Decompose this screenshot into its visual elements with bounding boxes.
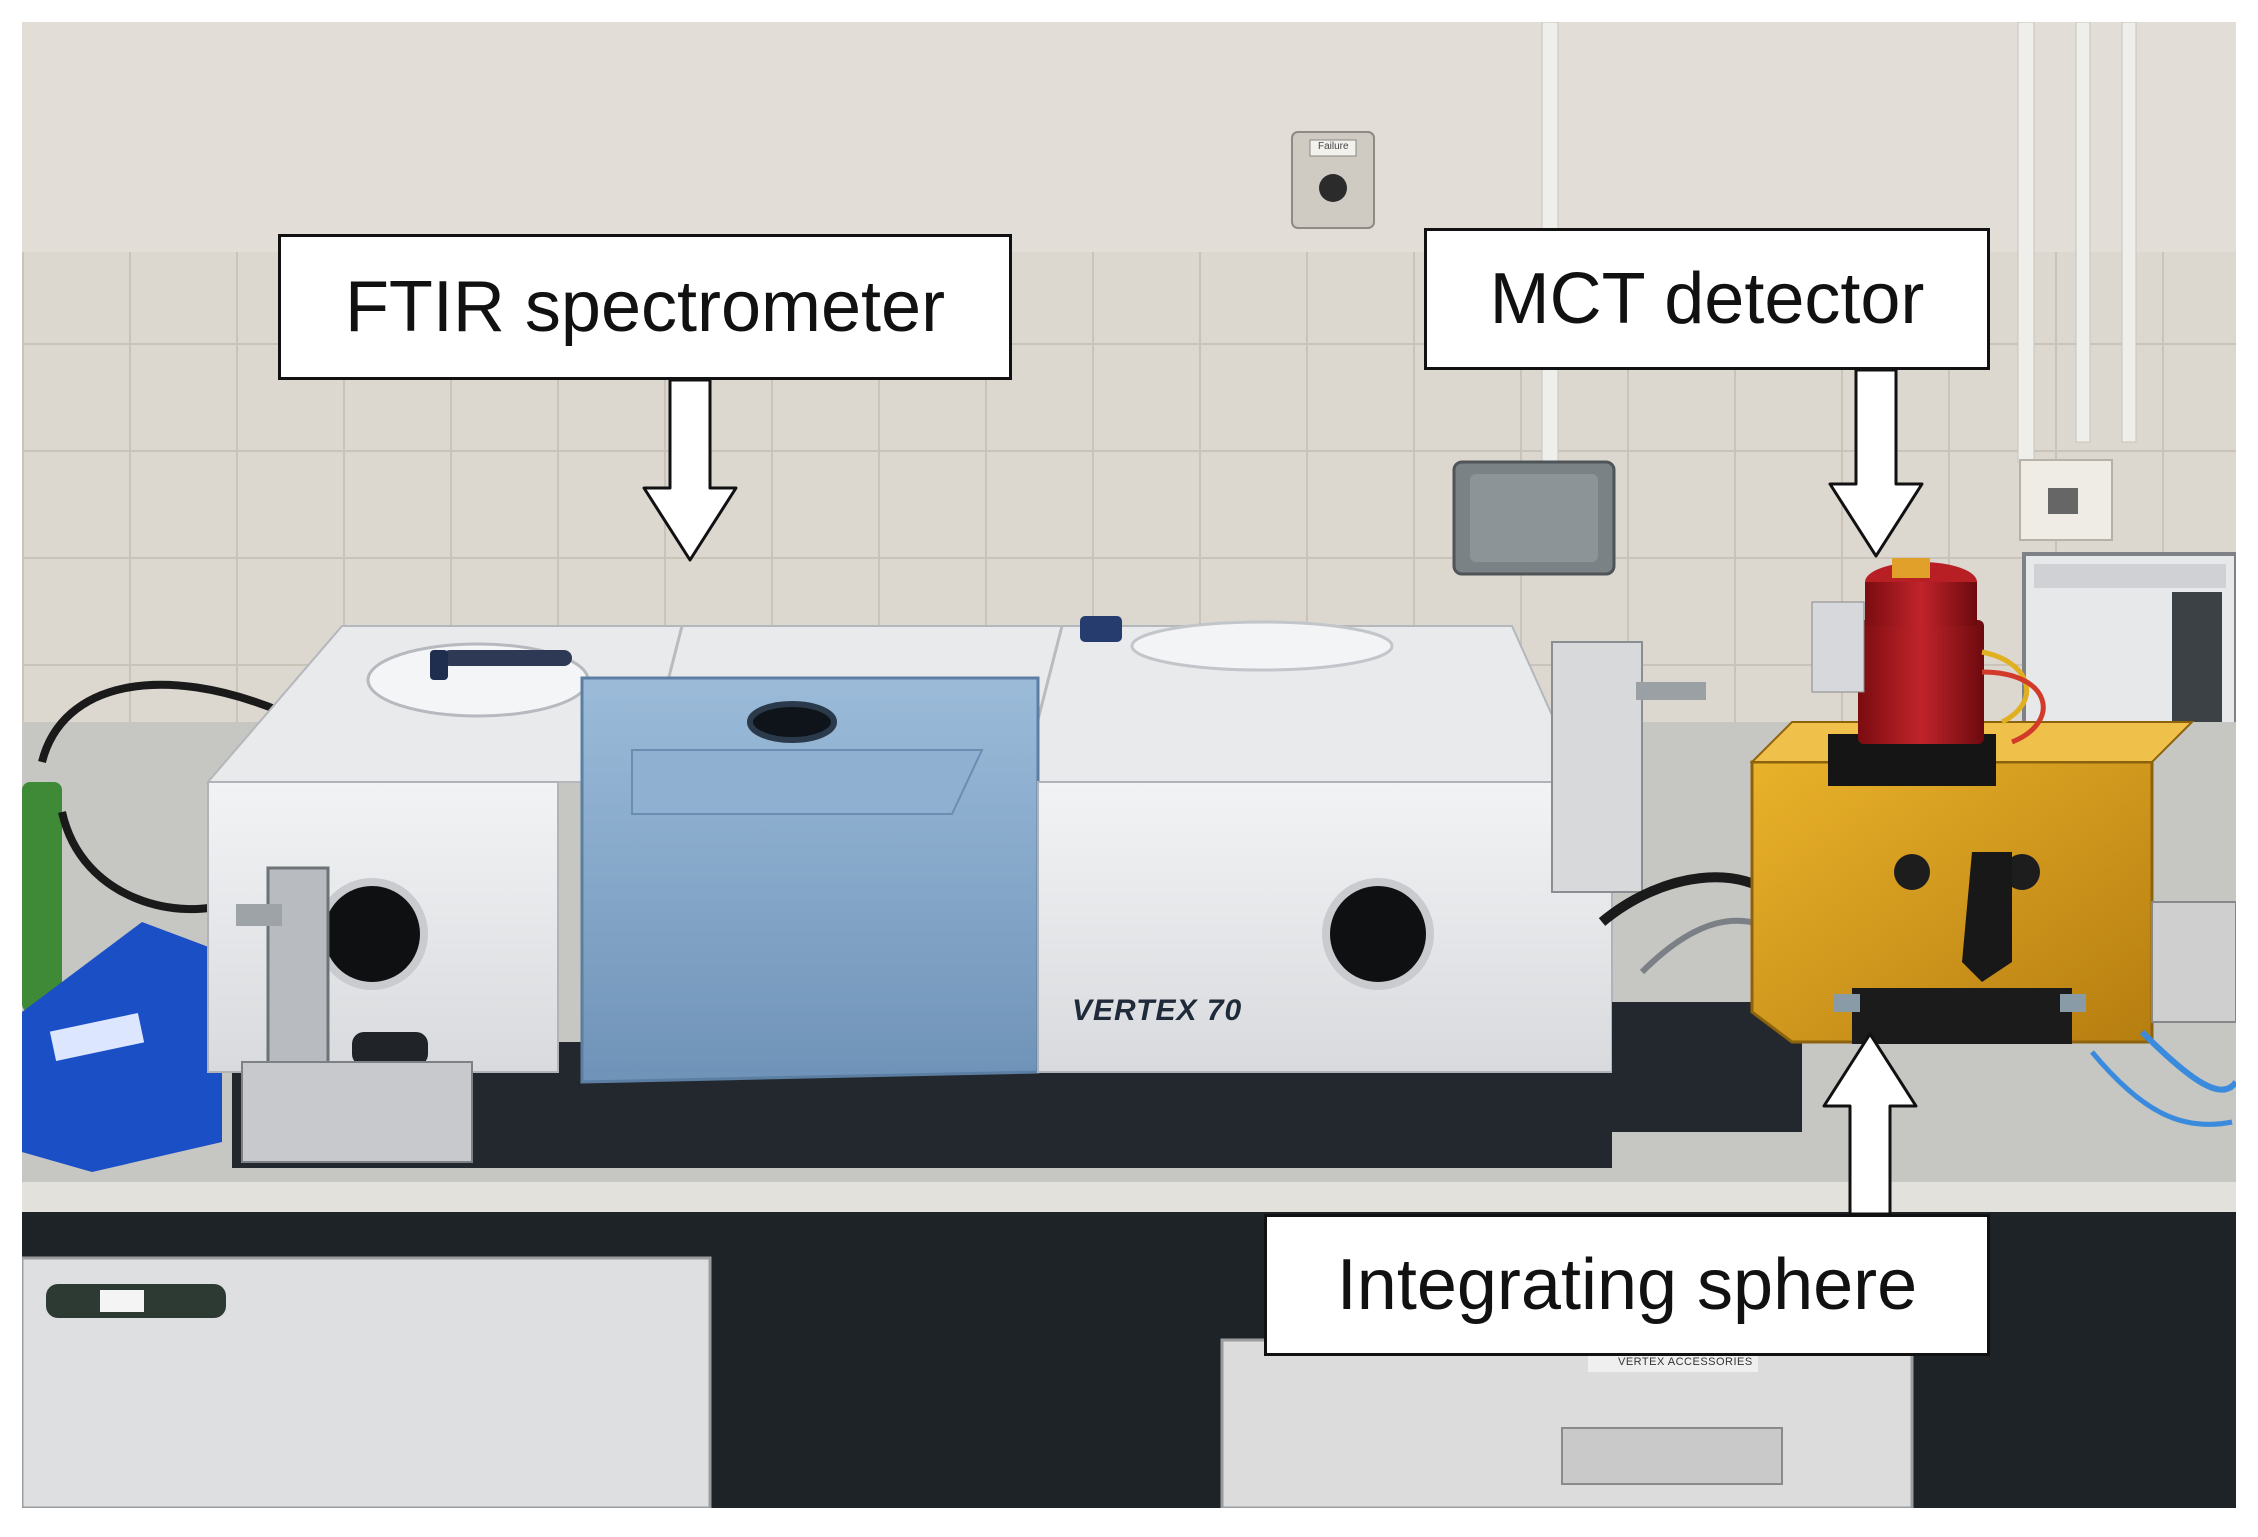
wall-pipe — [2075, 22, 2091, 443]
valve-mount-plate — [241, 1061, 473, 1163]
cabinet-switch — [100, 1290, 144, 1312]
mct-label: MCT detector — [1424, 228, 1990, 370]
sphere-clamp — [1962, 852, 2012, 982]
emission-fitting — [1636, 682, 1706, 700]
cable — [38, 680, 284, 763]
valve-assembly — [266, 866, 330, 1070]
side-mount — [2151, 901, 2236, 1023]
wall-pipe — [2017, 22, 2035, 463]
blue-cable — [2090, 1050, 2233, 1127]
ftir-label: FTIR spectrometer — [278, 234, 1012, 380]
sphere-knob — [1894, 854, 1930, 890]
pad-tag — [49, 1012, 145, 1062]
green-bottle — [22, 782, 62, 1012]
photo-scene — [22, 22, 2236, 1508]
sample-holder-screw — [2060, 994, 2086, 1012]
drawer-label-plate — [1588, 1354, 1758, 1372]
ftir-arrow-icon — [642, 378, 738, 562]
top-port-right — [1130, 620, 1394, 672]
top-port-knob — [430, 650, 448, 680]
sample-compartment-lid — [631, 749, 984, 815]
network-port — [2048, 488, 2078, 514]
junction-box-lid — [1470, 474, 1598, 562]
sample-port — [747, 701, 837, 743]
right-beam-port — [1322, 878, 1434, 990]
control-unit-top — [2034, 564, 2226, 588]
detector-wire — [1981, 669, 2046, 745]
sphere-knob — [2004, 854, 2040, 890]
sample-holder — [1852, 988, 2072, 1044]
drawer-label: VERTEX ACCESSORIES — [1618, 1356, 1753, 1368]
valve-knob — [352, 1032, 428, 1066]
sample-holder-screw — [1834, 994, 1860, 1012]
detector-fill-port — [1892, 558, 1930, 578]
left-beam-port — [316, 878, 428, 990]
drawer-handle — [1561, 1427, 1783, 1485]
wall-upper — [22, 22, 2236, 252]
wall-switch-knob — [1319, 174, 1347, 202]
sphere-label: Integrating sphere — [1264, 1214, 1990, 1356]
mct-arrow-icon — [1828, 368, 1924, 558]
instrument-model-logo: VERTEX 70 — [1072, 994, 1243, 1027]
top-button — [1080, 616, 1122, 642]
top-port-slider — [442, 650, 572, 666]
emission-port-adapter — [1551, 641, 1643, 893]
blue-cable — [2139, 1029, 2236, 1093]
detector-bracket — [1811, 601, 1865, 693]
valve-fitting — [236, 904, 282, 926]
wall-pipe — [2121, 22, 2137, 443]
detector-neck — [1865, 582, 1977, 626]
sphere-arrow-icon — [1822, 1032, 1918, 1216]
mct-detector — [1858, 620, 1984, 744]
wall-switch-sign: Failure — [1318, 141, 1349, 152]
wall-switch-label — [1309, 139, 1357, 157]
